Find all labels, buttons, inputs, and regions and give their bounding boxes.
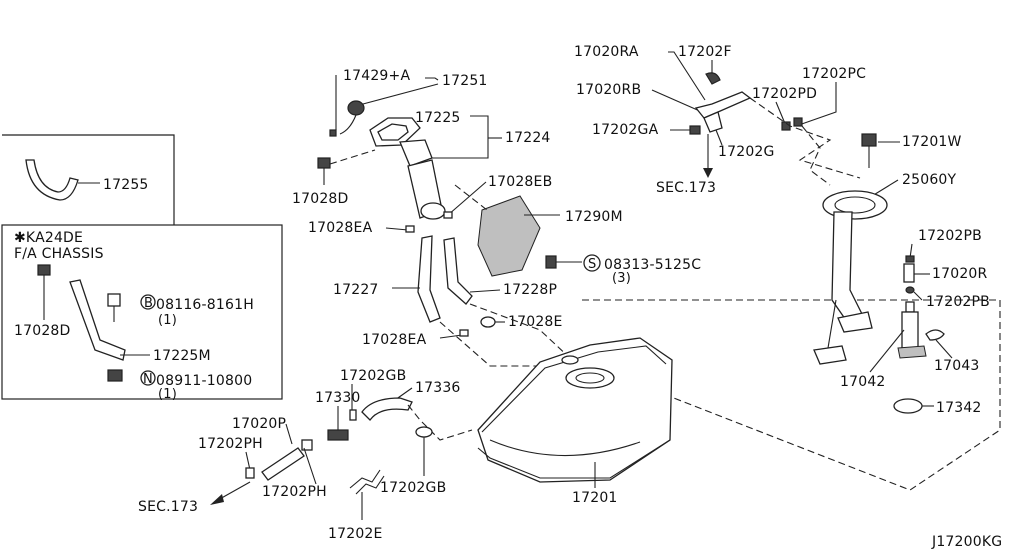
label-17336: 17336 (415, 380, 461, 396)
label-17042: 17042 (840, 374, 886, 390)
part-17202PB-2-clamp (905, 286, 915, 294)
label-17224: 17224 (505, 130, 551, 146)
label-08313-5125C: 08313-5125C (604, 257, 701, 273)
part-17202PB-1-clamp (905, 255, 915, 263)
part-17028D-box-bolt (37, 264, 51, 320)
part-17202PH-1-clamp (245, 467, 255, 479)
label-17202E: 17202E (328, 526, 383, 542)
symbol-n-08911: N (143, 372, 153, 387)
label-17429A: 17429+A (343, 68, 410, 84)
label-17020R: 17020R (932, 266, 988, 282)
label-17028EB: 17028EB (488, 174, 552, 190)
part-08911-nut (107, 369, 156, 386)
label-17228P: 17228P (503, 282, 557, 298)
label-17020P: 17020P (232, 416, 286, 432)
part-vent-pipes (694, 91, 803, 133)
part-17028EA-bot-clip (459, 329, 469, 337)
part-17342-gasket (893, 398, 934, 414)
part-17224-filler-neck (399, 139, 446, 220)
part-17201W-bolt (861, 133, 877, 168)
label-17028EA-bot: 17028EA (362, 332, 427, 348)
part-25060Y-fuel-gauge-unit (813, 190, 888, 365)
label-17020RB: 17020RB (576, 82, 641, 98)
label-17201: 17201 (572, 490, 618, 506)
label-17225M: 17225M (153, 348, 211, 364)
part-17028E-clamp (480, 316, 496, 328)
label-17202PB-1: 17202PB (918, 228, 982, 244)
part-08116-bolt (107, 293, 156, 322)
part-17202GB-2-clamp (415, 426, 433, 476)
variant-chassis-label: F/A CHASSIS (14, 246, 104, 262)
part-17225M-bracket (69, 279, 150, 361)
part-17202GA-clamp (689, 125, 701, 135)
part-17028EA-top-clip (405, 225, 415, 233)
part-17225-gasket (369, 117, 421, 147)
part-17228P-breather-hose (443, 237, 473, 305)
label-17028D-top: 17028D (292, 191, 349, 207)
diagram-code: J17200KG (931, 534, 1002, 550)
part-17020P-hose (261, 447, 305, 481)
label-17202PH-2: 17202PH (262, 484, 327, 500)
label-17202PH-1: 17202PH (198, 436, 263, 452)
part-17202GB-1-clamp (349, 409, 357, 421)
label-17043: 17043 (934, 358, 980, 374)
label-17202PB-2: 17202PB (926, 294, 990, 310)
part-17028EB-clip (443, 211, 453, 219)
left-inset-boxes (1, 134, 283, 400)
label-17342: 17342 (936, 400, 982, 416)
part-17043-clip (925, 329, 953, 359)
part-17202E-hose (349, 469, 385, 520)
part-17042-fuel-pump (869, 301, 927, 373)
part-17330-check-valve (327, 429, 349, 441)
part-17202PH-2-clamp (301, 439, 313, 451)
symbol-b-08116: B (144, 296, 153, 311)
part-17201-fuel-tank (477, 337, 673, 483)
label-08911-10800: 08911-10800 (156, 373, 252, 389)
label-17201W: 17201W (902, 134, 962, 150)
symbol-s-08313: S (588, 257, 596, 272)
label-17028D-box: 17028D (14, 323, 71, 339)
label-17255: 17255 (103, 177, 149, 193)
part-17227-filler-hose (417, 235, 441, 323)
label-17251: 17251 (442, 73, 488, 89)
label-17330: 17330 (315, 390, 361, 406)
label-08116-8161H: 08116-8161H (156, 297, 254, 313)
part-17020R-hose (903, 263, 915, 283)
variant-engine-label: ✱KA24DE (14, 230, 83, 246)
label-17202GA: 17202GA (592, 122, 659, 138)
part-17290M-protector (477, 195, 560, 277)
label-17202GB-1: 17202GB (340, 368, 406, 384)
label-17020RA: 17020RA (574, 44, 639, 60)
label-17202PD: 17202PD (752, 86, 817, 102)
label-17290M: 17290M (565, 209, 623, 225)
label-17202PC: 17202PC (802, 66, 866, 82)
part-17255-heat-shield (25, 159, 100, 201)
label-25060Y: 25060Y (902, 172, 957, 188)
qty-08313: (3) (612, 271, 631, 286)
sec173-bottom-label: SEC.173 (138, 499, 198, 515)
label-17028E: 17028E (508, 314, 563, 330)
label-17227: 17227 (333, 282, 379, 298)
label-17225: 17225 (415, 110, 461, 126)
label-17202GB-2: 17202GB (380, 480, 446, 496)
part-08313-screw (545, 254, 601, 272)
part-17251-fuel-cap (329, 83, 439, 137)
label-17202F: 17202F (678, 44, 732, 60)
part-17028D-top-bolt (317, 157, 331, 185)
label-17028EA-top: 17028EA (308, 220, 373, 236)
sec173-top-arrow (703, 134, 713, 178)
part-17336-hose (361, 397, 413, 422)
qty-08116: (1) (158, 313, 177, 328)
label-17202G: 17202G (718, 144, 775, 160)
part-17202F-clip (705, 72, 721, 85)
sec173-top-label: SEC.173 (656, 180, 716, 196)
sec173-bottom-arrow (210, 481, 251, 505)
qty-08911: (1) (158, 387, 177, 402)
